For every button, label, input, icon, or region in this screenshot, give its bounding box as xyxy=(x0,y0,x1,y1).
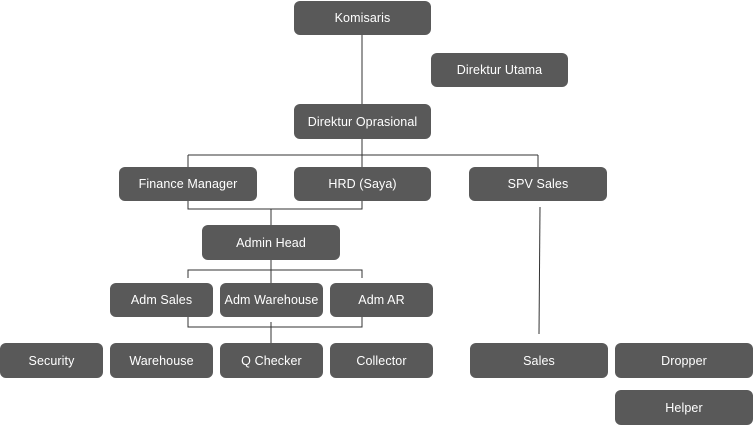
node-security: Security xyxy=(0,343,103,378)
node-direktur-oprasional: Direktur Oprasional xyxy=(294,104,431,139)
link-admin-staff-bus xyxy=(187,317,363,328)
node-adm-warehouse: Adm Warehouse xyxy=(220,283,323,317)
node-spv-sales: SPV Sales xyxy=(469,167,607,201)
node-dropper: Dropper xyxy=(615,343,753,378)
node-warehouse: Warehouse xyxy=(110,343,213,378)
link-admin-bus xyxy=(187,269,363,278)
node-finance-manager: Finance Manager xyxy=(119,167,257,201)
node-helper: Helper xyxy=(615,390,753,425)
node-direktur-utama: Direktur Utama xyxy=(431,53,568,87)
node-hrd: HRD (Saya) xyxy=(294,167,431,201)
node-admin-head: Admin Head xyxy=(202,225,340,260)
link-finance-hrd-admin-head xyxy=(187,201,363,210)
node-q-checker: Q Checker xyxy=(220,343,323,378)
node-adm-sales: Adm Sales xyxy=(110,283,213,317)
link-spv-sales xyxy=(538,206,541,335)
node-komisaris: Komisaris xyxy=(294,1,431,35)
node-adm-ar: Adm AR xyxy=(330,283,433,317)
node-sales: Sales xyxy=(470,343,608,378)
node-collector: Collector xyxy=(330,343,433,378)
